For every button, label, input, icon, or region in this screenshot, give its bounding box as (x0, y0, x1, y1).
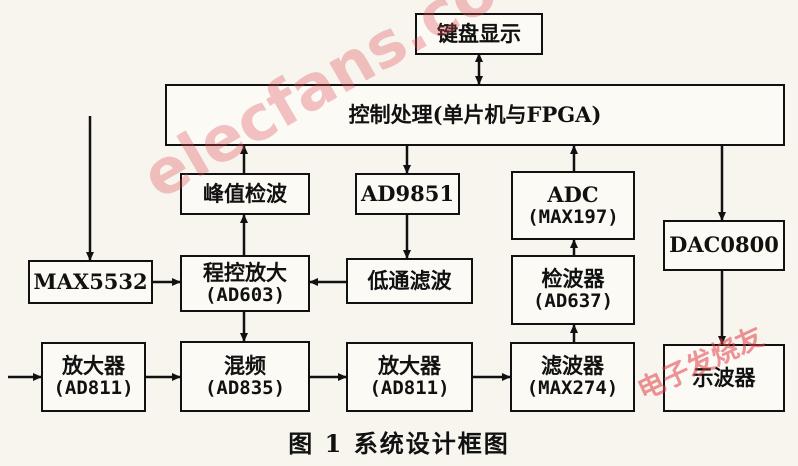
mixer-block: 混频 (AD835) (180, 341, 310, 412)
programmable-amplifier-block: 程控放大 (AD603) (180, 255, 310, 312)
adc-label: ADC (547, 181, 599, 207)
filter-label: 滤波器 (541, 353, 604, 378)
control-processing-label: 控制处理(单片机与FPGA) (348, 101, 602, 127)
peak-detector-label: 峰值检波 (203, 180, 287, 206)
input-amplifier-part: (AD811) (53, 377, 134, 400)
filter-part: (MAX274) (526, 377, 619, 400)
middle-amplifier-label: 放大器 (378, 353, 441, 378)
mixer-label: 混频 (224, 352, 266, 378)
adc-part-label: (MAX197) (527, 205, 619, 228)
control-processing-block: 控制处理(单片机与FPGA) (165, 84, 785, 146)
keyboard-display-label: 键盘显示 (437, 20, 521, 46)
lowpass-filter-block: 低通滤波 (346, 258, 473, 304)
middle-amplifier-part: (AD811) (369, 377, 450, 400)
lowpass-filter-label: 低通滤波 (367, 267, 452, 293)
oscilloscope-block: 示波器 (663, 344, 785, 412)
figure-caption: 图 1 系统设计框图 (288, 429, 510, 458)
max5532-label: MAX5532 (33, 268, 148, 294)
peak-detector-block: 峰值检波 (180, 173, 310, 215)
filter-block: 滤波器 (MAX274) (510, 342, 635, 412)
input-amplifier-label: 放大器 (62, 353, 125, 378)
ad9851-block: AD9851 (355, 173, 460, 215)
programmable-amplifier-part: (AD603) (204, 283, 286, 306)
input-amplifier-block: 放大器 (AD811) (41, 342, 146, 412)
adc-block: ADC (MAX197) (511, 171, 635, 240)
detector-part: (AD637) (532, 290, 614, 313)
detector-label: 检波器 (541, 266, 605, 291)
mixer-part: (AD835) (204, 376, 286, 399)
keyboard-display-block: 键盘显示 (415, 13, 543, 55)
middle-amplifier-block: 放大器 (AD811) (346, 342, 473, 412)
oscilloscope-label: 示波器 (692, 364, 756, 390)
dac0800-label: DAC0800 (669, 232, 779, 258)
detector-block: 检波器 (AD637) (511, 255, 635, 325)
dac0800-block: DAC0800 (663, 220, 785, 271)
programmable-amplifier-label: 程控放大 (203, 259, 287, 285)
max5532-block: MAX5532 (28, 260, 153, 304)
ad9851-label: AD9851 (361, 180, 454, 206)
